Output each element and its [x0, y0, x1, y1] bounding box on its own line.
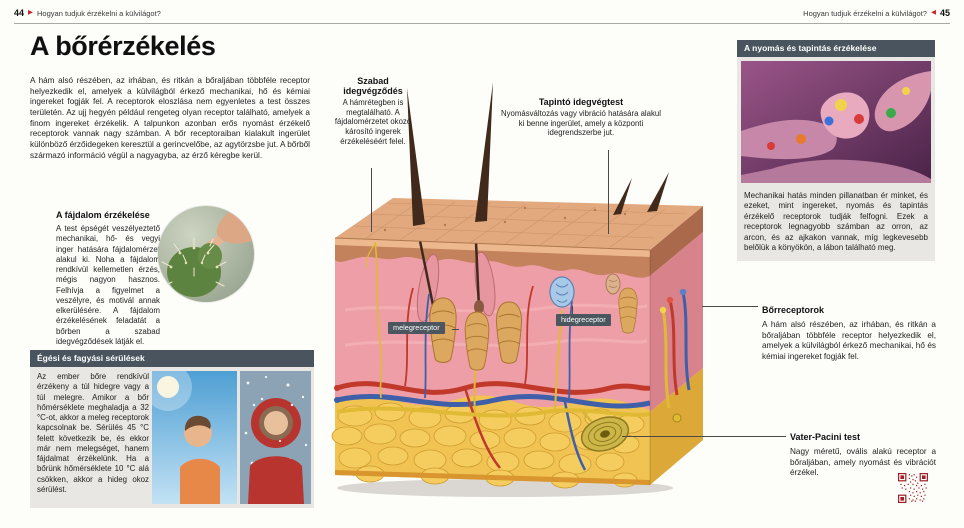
burns-panel-header: Égési és fagyási sérülések: [30, 350, 314, 367]
vater-pacini-note: Vater-Pacini test Nagy méretű, ovális al…: [790, 427, 936, 479]
free-nerve-ending-callout: Szabad idegvégződés A hámrétegben is meg…: [325, 76, 421, 147]
qr-code: [898, 473, 928, 503]
burns-body: Az ember bőre rendkívül érzékeny a túl h…: [37, 372, 149, 494]
painted-hands-photo: [741, 61, 931, 183]
cold-photo-graphic: [240, 371, 311, 504]
warm-receptor-label: melegreceptor: [388, 322, 445, 335]
running-head-left: 44 ▶ Hogyan tudjuk érzékelni a külvilágo…: [14, 8, 161, 18]
qr-code-graphic: [898, 473, 928, 503]
vater-pacini-heading: Vater-Pacini test: [790, 432, 861, 442]
skin-receptors-heading: Bőrreceptorok: [762, 305, 825, 315]
page-title: A bőrérzékelés: [30, 31, 216, 61]
cold-receptor-leader-line: [572, 306, 573, 314]
skin-receptors-leader-line: [702, 306, 758, 307]
warm-receptor-leader-line: [452, 329, 459, 330]
triangle-left-icon: ◀: [930, 8, 936, 16]
triangle-right-icon: ▶: [28, 8, 34, 16]
hands-photo-graphic: [741, 61, 931, 183]
running-head-left-title: Hogyan tudjuk érzékelni a külvilágot?: [37, 8, 161, 18]
page-number-left: 44: [14, 8, 25, 18]
running-head-right-title: Hogyan tudjuk érzékelni a külvilágot?: [803, 8, 927, 18]
cactus-finger-photo: [158, 206, 254, 302]
free-nerve-ending-heading: Szabad idegvégződés: [343, 76, 403, 96]
burns-frostbite-panel: Égési és fagyási sérülések Az ember bőre…: [30, 350, 314, 508]
pain-body: A test épségét veszélyeztető mechanikai,…: [56, 224, 160, 346]
touch-corpuscle-heading: Tapintó idegvégtest: [538, 97, 624, 107]
vater-pacini-body: Nagy méretű, ovális alakú receptor a bőr…: [790, 447, 936, 478]
free-nerve-ending-body: A hámrétegben is megtalálható. A fájdalo…: [334, 98, 412, 146]
touch-corpuscle-callout: Tapintó idegvégtest Nyomásváltozás vagy …: [500, 97, 662, 138]
skin-receptors-note: Bőrreceptorok A hám alsó részében, az ir…: [762, 300, 936, 363]
cold-winter-photo: [240, 371, 311, 504]
page-number-right: 45: [939, 8, 950, 18]
pressure-touch-panel: A nyomás és tapintás érzékelése Mechanik…: [737, 40, 935, 262]
vater-pacini-leader-line: [622, 436, 786, 437]
intro-paragraph: A hám alsó részében, az irhában, és ritk…: [30, 76, 310, 160]
free-nerve-leader-line: [371, 168, 372, 232]
skin-receptors-body: A hám alsó részében, az irhában, és ritk…: [762, 320, 936, 361]
pain-heading: A fájdalom érzékelése: [56, 210, 150, 220]
warm-photo-graphic: [152, 371, 237, 504]
touch-corpuscle-leader-line: [608, 150, 609, 234]
pressure-panel-header: A nyomás és tapintás érzékelése: [737, 40, 935, 57]
pressure-body: Mechanikai hatás minden pillanatban ér m…: [744, 191, 928, 252]
skin-cross-section-illustration: [331, 82, 703, 497]
cactus-photo-graphic: [158, 206, 254, 302]
header-rule: [14, 23, 950, 24]
cold-receptor-label: hidegreceptor: [556, 314, 611, 327]
touch-corpuscle-body: Nyomásváltozás vagy vibráció hatására al…: [501, 109, 661, 138]
warm-sun-photo: [152, 371, 237, 504]
running-head-right: Hogyan tudjuk érzékelni a külvilágot? ◀ …: [803, 8, 950, 18]
